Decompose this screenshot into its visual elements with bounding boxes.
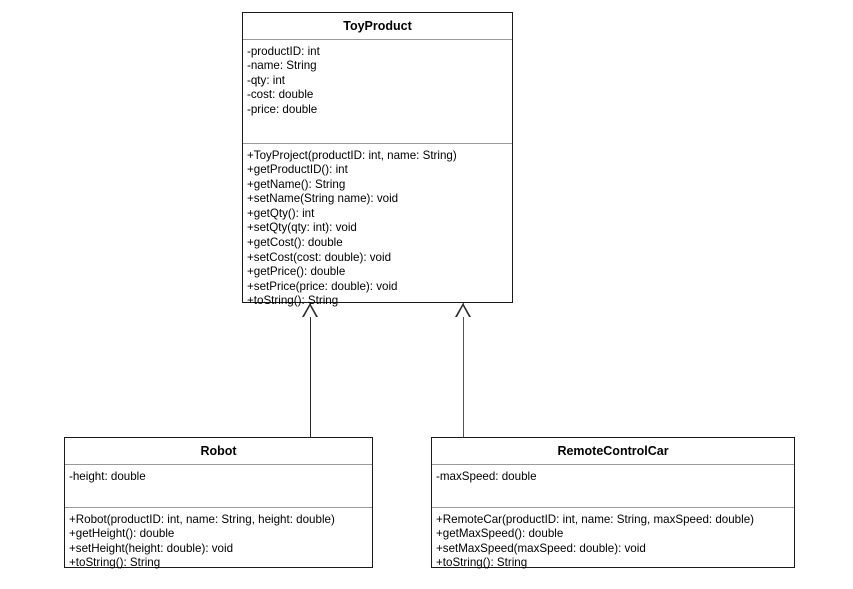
method-row: +setHeight(height: double): void xyxy=(69,541,234,555)
generalization-line-robot xyxy=(310,303,311,438)
attributes-compartment-remotecontrolcar: -maxSpeed: double xyxy=(432,465,794,508)
method-row: +setPrice(price: double): void xyxy=(247,279,398,293)
method-row: +RemoteCar(productID: int, name: String,… xyxy=(436,512,755,526)
method-row: +getName(): String xyxy=(247,177,346,191)
method-row: +toString(): String xyxy=(436,556,528,570)
method-row: +setMaxSpeed(maxSpeed: double): void xyxy=(436,541,646,555)
method-row: +getQty(): int xyxy=(247,206,315,220)
uml-class-toyproduct[interactable]: ToyProduct -productID: int -name: String… xyxy=(242,12,513,307)
attribute-row: -qty: int xyxy=(247,73,286,87)
uml-class-robot[interactable]: Robot -height: double +Robot(productID: … xyxy=(64,437,373,569)
attribute-row: -cost: double xyxy=(247,88,314,102)
attribute-row: -maxSpeed: double xyxy=(436,469,537,483)
method-row: +toString(): String xyxy=(69,556,161,570)
method-row: +setName(String name): void xyxy=(247,192,399,206)
method-row: +setQty(qty: int): void xyxy=(247,221,357,235)
attributes-compartment-robot: -height: double xyxy=(65,465,372,508)
attribute-row: -productID: int xyxy=(247,44,320,58)
method-row: +setCost(cost: double): void xyxy=(247,250,392,264)
methods-compartment-toyproduct: +ToyProject(productID: int, name: String… xyxy=(243,144,512,315)
uml-class-remotecontrolcar[interactable]: RemoteControlCar -maxSpeed: double +Remo… xyxy=(431,437,795,569)
method-row: +ToyProject(productID: int, name: String… xyxy=(247,148,457,162)
method-row: +getPrice(): double xyxy=(247,265,346,279)
methods-compartment-robot: +Robot(productID: int, name: String, hei… xyxy=(65,508,372,576)
attributes-compartment-toyproduct: -productID: int -name: String -qty: int … xyxy=(243,40,512,144)
attribute-row: -name: String xyxy=(247,59,317,73)
attribute-row: -height: double xyxy=(69,469,146,483)
method-row: +getProductID(): int xyxy=(247,163,348,177)
class-name-toyproduct: ToyProduct xyxy=(243,13,512,40)
class-name-remotecontrolcar: RemoteControlCar xyxy=(432,438,794,465)
method-row: +getCost(): double xyxy=(247,236,343,250)
generalization-line-remotecontrolcar xyxy=(463,303,464,438)
class-name-robot: Robot xyxy=(65,438,372,465)
method-row: +Robot(productID: int, name: String, hei… xyxy=(69,512,335,526)
attribute-row: -price: double xyxy=(247,102,318,116)
methods-compartment-remotecontrolcar: +RemoteCar(productID: int, name: String,… xyxy=(432,508,794,576)
method-row: +getHeight(): double xyxy=(69,527,175,541)
method-row: +getMaxSpeed(): double xyxy=(436,527,564,541)
